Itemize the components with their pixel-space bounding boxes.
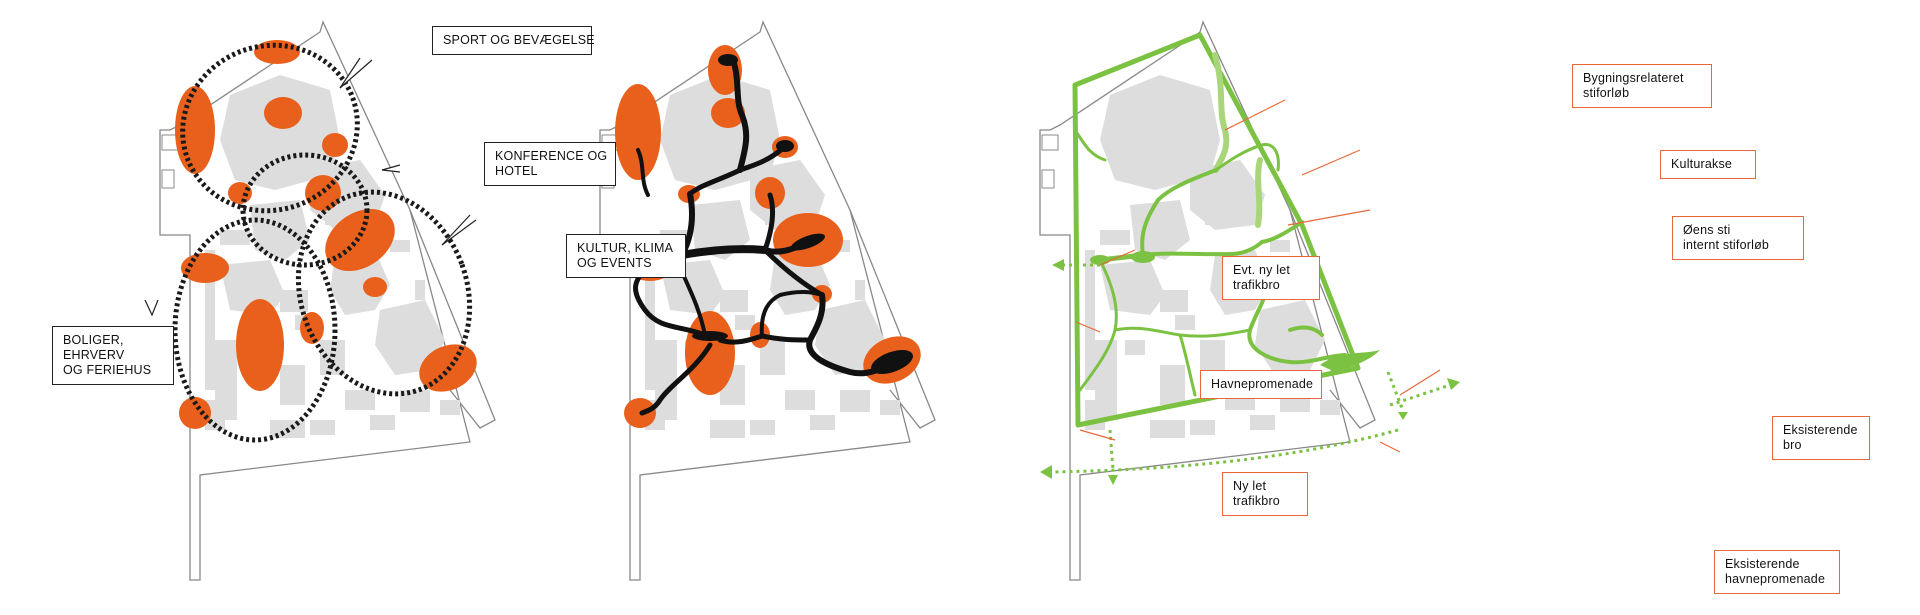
callout-konference: KONFERENCE OG HOTEL: [484, 142, 616, 186]
callout-boliger: BOLIGER, EHRVERV OG FERIEHUS: [52, 326, 174, 385]
callout-text: Bygningsrelateret: [1583, 71, 1684, 85]
callout-text: havnepromenade: [1725, 572, 1826, 586]
callout-text: OG EVENTS: [577, 256, 652, 270]
callout-oens-sti: Øens sti internt stiforløb: [1672, 216, 1804, 260]
zone-circles: [172, 42, 473, 443]
callout-text: EHRVERV: [63, 348, 125, 362]
callout-ny-trafikbro: Ny let trafikbro: [1222, 472, 1308, 516]
callout-text: Eksisterende: [1725, 557, 1800, 571]
panel-3-connections: [1039, 0, 1460, 581]
callout-text: internt stiforløb: [1683, 238, 1770, 252]
callout-text: KULTUR, KLIMA: [577, 241, 674, 255]
callout-text: Eksisterende: [1783, 423, 1858, 437]
callout-kulturakse: Kulturakse: [1660, 150, 1756, 179]
callout-sport: SPORT OG BEVÆGELSE: [432, 26, 595, 55]
callout-text: Øens sti: [1683, 223, 1731, 237]
callout-text: Havnepromenade: [1211, 377, 1314, 391]
callout-evt-trafikbro: Evt. ny let trafikbro: [1222, 256, 1320, 300]
panel-2-paths: [599, 0, 936, 581]
green-paths: [1072, 32, 1361, 428]
callout-text: SPORT OG BEVÆGELSE: [443, 33, 595, 47]
callout-text: Ny let: [1233, 479, 1267, 493]
callout-text: KONFERENCE OG: [495, 149, 608, 163]
callout-text: OG FERIEHUS: [63, 363, 152, 377]
callout-eksisterende-bro: Eksisterende bro: [1772, 416, 1870, 460]
callout-text: trafikbro: [1233, 494, 1280, 508]
callout-text: bro: [1783, 438, 1802, 452]
callout-bygningsrelateret: Bygningsrelateret stiforløb: [1572, 64, 1712, 108]
callout-text: HOTEL: [495, 164, 538, 178]
callout-kultur: KULTUR, KLIMA OG EVENTS: [566, 234, 686, 278]
path-network: [633, 57, 895, 416]
callout-text: Evt. ny let: [1233, 263, 1291, 277]
callout-eksisterende-havnepromenade: Eksisterende havnepromenade: [1714, 550, 1840, 594]
callout-havnepromenade: Havnepromenade: [1200, 370, 1322, 399]
callout-text: trafikbro: [1233, 278, 1280, 292]
callout-text: stiforløb: [1583, 86, 1630, 100]
callout-text: Kulturakse: [1671, 157, 1733, 171]
callout-text: BOLIGER,: [63, 333, 124, 347]
panel-1-zones: [144, 0, 496, 581]
